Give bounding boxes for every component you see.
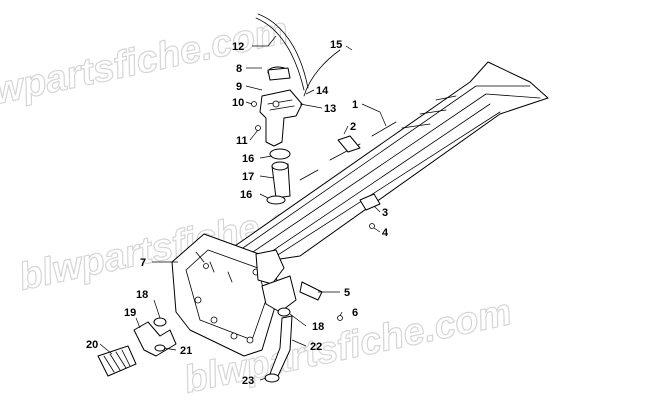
overflow-hose-edge [257,13,309,89]
callout-15: 15 [330,39,342,51]
callout-22: 22 [310,341,322,353]
callout-14: 14 [316,85,329,97]
outlet-fitting [255,249,323,313]
callout-labels: 1 2 3 4 5 6 7 8 9 10 11 12 13 14 15 16 1… [86,39,389,387]
hose-clamp-18-right [277,307,291,317]
heat-exchanger-tunnel [231,61,549,263]
elbow-hose [133,321,177,357]
callout-2: 2 [350,121,356,133]
callout-4: 4 [382,227,389,239]
leader-lines [99,35,387,381]
callout-7: 7 [140,257,146,269]
callout-3: 3 [382,207,388,219]
hose-clamp-23 [264,373,280,383]
svg-text:blwpartsfiche.com: blwpartsfiche.com [0,10,292,120]
callout-16-upper: 16 [242,153,254,165]
callout-18-left: 18 [136,289,148,301]
screw-11 [255,125,261,131]
bracket-3 [359,193,381,211]
callout-20: 20 [86,339,98,351]
callout-13: 13 [324,103,336,115]
vent-hose [303,49,341,97]
callout-12: 12 [232,41,244,53]
callout-11: 11 [236,135,248,147]
callout-8: 8 [236,63,242,75]
callout-10: 10 [232,97,244,109]
callout-19: 19 [124,307,136,319]
callout-23: 23 [242,375,254,387]
hose-clamp-21 [154,344,166,352]
callout-1: 1 [352,99,358,111]
callout-16-lower: 16 [240,189,252,201]
callout-17: 17 [242,171,254,183]
callout-6: 6 [352,307,358,319]
screw-4 [369,223,375,229]
callout-21: 21 [180,345,192,357]
callout-18-right: 18 [312,321,324,333]
screw-6 [337,315,343,321]
cap-8 [267,67,291,81]
callout-5: 5 [344,287,350,299]
callout-9: 9 [236,81,242,93]
screw-10 [251,101,257,107]
hose-clamp-upper [269,148,291,160]
hose-clamp-lower [266,195,286,205]
hose-clamp-18-left [153,317,167,327]
overflow-hose [255,17,305,91]
hose-spring [97,345,137,377]
